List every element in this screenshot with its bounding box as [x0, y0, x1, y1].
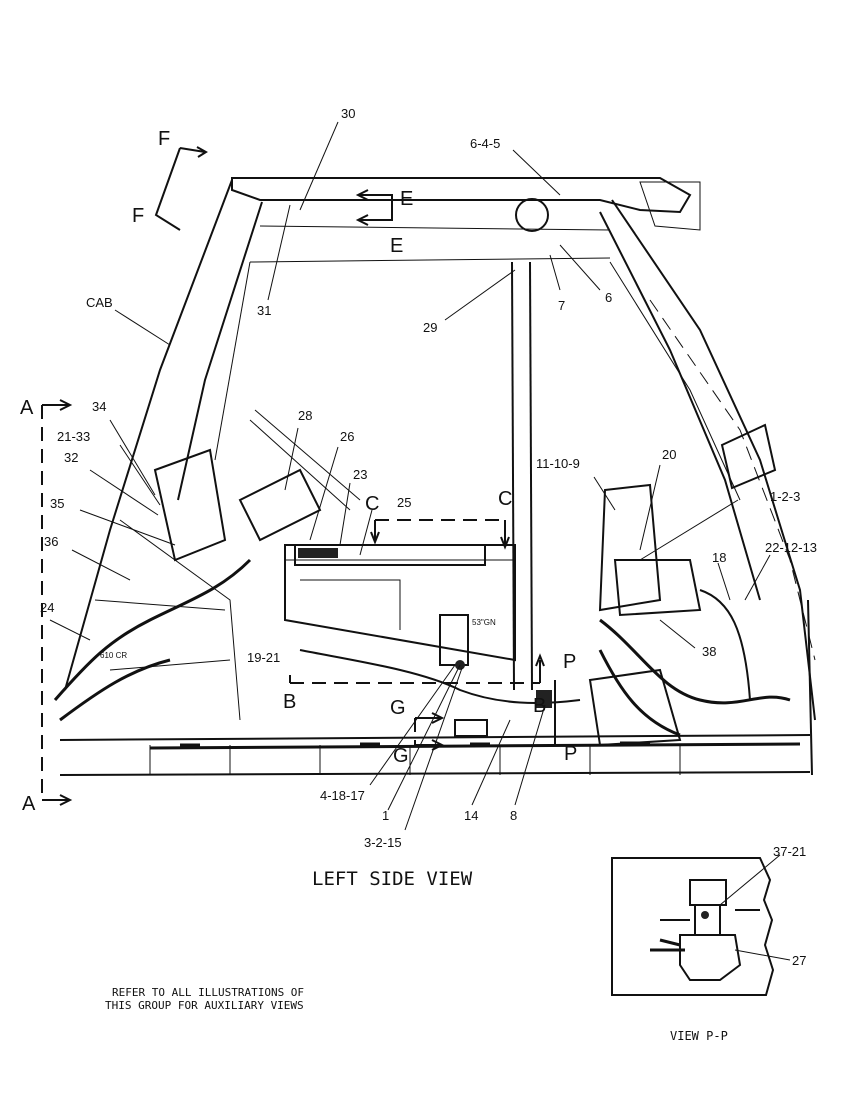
- callout-32: 32: [64, 450, 78, 465]
- callout-37-21: 37-21: [773, 844, 806, 859]
- callout-23: 23: [353, 467, 367, 482]
- section-f-bottom-label: F: [132, 205, 144, 227]
- section-c-right-label: C: [498, 488, 512, 510]
- section-marker-b: B B: [283, 653, 546, 717]
- callout-36: 36: [44, 534, 58, 549]
- section-g-top-label: G: [390, 697, 406, 719]
- section-marker-c: C C: [365, 488, 512, 550]
- callout-22-12-13: 22-12-13: [765, 540, 817, 555]
- section-marker-g: G G: [390, 697, 445, 767]
- callout-3-2-15: 3-2-15: [364, 835, 402, 850]
- auxiliary-note-line-2: THIS GROUP FOR AUXILIARY VIEWS: [105, 999, 304, 1012]
- section-marker-e: E E: [355, 188, 413, 257]
- leader-lines: [49, 121, 771, 831]
- callout-38: 38: [702, 644, 716, 659]
- callout-6-4-5: 6-4-5: [470, 136, 500, 151]
- section-p-bottom-label: P: [564, 743, 577, 765]
- callout-24: 24: [40, 600, 54, 615]
- callout-28: 28: [298, 408, 312, 423]
- callout-1: 1: [382, 808, 389, 823]
- callout-7: 7: [558, 298, 565, 313]
- callout-18: 18: [712, 550, 726, 565]
- callout-29: 29: [423, 320, 437, 335]
- section-e-top-label: E: [400, 188, 413, 210]
- cab-frame: [53, 177, 816, 776]
- callout-30: 30: [341, 106, 355, 121]
- auxiliary-note-line-1: REFER TO ALL ILLUSTRATIONS OF: [112, 986, 304, 999]
- section-b-left-label: B: [283, 691, 296, 713]
- callout-21-33: 21-33: [57, 429, 90, 444]
- callout-4-18-17: 4-18-17: [320, 788, 365, 803]
- callout-31: 31: [257, 303, 271, 318]
- callout-20: 20: [662, 447, 676, 462]
- section-a-bottom-label: A: [22, 793, 36, 815]
- callout-14: 14: [464, 808, 478, 823]
- callout-27: 27: [792, 953, 806, 968]
- callout-35: 35: [50, 496, 64, 511]
- callout-8: 8: [510, 808, 517, 823]
- section-e-bottom-label: E: [390, 235, 403, 257]
- section-p-top-label: P: [563, 651, 576, 673]
- inset-view-p-p: 37-21 27 VIEW P-P: [611, 844, 806, 1043]
- label-53-gn: 53"GN: [472, 618, 496, 627]
- main-view-title: LEFT SIDE VIEW: [312, 868, 473, 890]
- section-c-left-label: C: [365, 493, 379, 515]
- inset-view-title: VIEW P-P: [670, 1029, 728, 1043]
- callout-1-2-3: 1-2-3: [770, 489, 800, 504]
- callout-cab: CAB: [86, 295, 113, 310]
- callout-26: 26: [340, 429, 354, 444]
- label-610-cr: 610 CR: [100, 651, 127, 660]
- section-marker-a: A A: [20, 397, 73, 815]
- callout-11-10-9: 11-10-9: [536, 456, 580, 471]
- callout-6: 6: [605, 290, 612, 305]
- section-marker-f: F F: [132, 128, 208, 231]
- section-marker-p: P P: [554, 651, 590, 765]
- captions: LEFT SIDE VIEW REFER TO ALL ILLUSTRATION…: [105, 868, 473, 1012]
- callout-25: 25: [397, 495, 411, 510]
- callout-34: 34: [92, 399, 106, 414]
- section-f-top-label: F: [158, 128, 170, 150]
- section-g-bottom-label: G: [393, 745, 409, 767]
- section-a-top-label: A: [20, 397, 34, 419]
- callout-labels: 30 6-4-5 7 6 31 29 CAB 34 28 26 21-33 32…: [40, 106, 817, 850]
- callout-19-21: 19-21: [247, 650, 280, 665]
